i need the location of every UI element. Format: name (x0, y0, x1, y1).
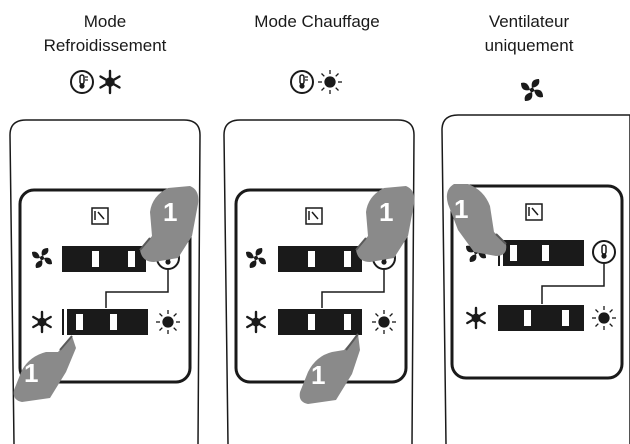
pointing-finger-callout (13, 335, 76, 402)
fan-only-mode-title: Ventilateur uniquement (484, 12, 574, 55)
step-number-label: 1 (163, 197, 178, 227)
column-fan-only: Ventilateur uniquement (424, 0, 630, 444)
control-panel-frame (450, 184, 624, 380)
switch-connector-line (105, 270, 169, 308)
cool-heat-rocker-switch (62, 309, 148, 335)
snowflake-icon (32, 310, 52, 334)
fan-icon (32, 248, 52, 268)
cool-heat-rocker-switch (498, 305, 584, 331)
sun-icon (592, 306, 616, 330)
fan-rocker-switch (62, 246, 149, 272)
column-heating: Mode Chauffage (212, 0, 422, 444)
column-cooling: Mode Refroidissement (0, 0, 210, 444)
snowflake-icon (246, 310, 266, 334)
device-housing (441, 114, 630, 444)
step-number-label: 1 (454, 194, 469, 224)
switch-connector-line (321, 270, 385, 308)
thermostat-icon (592, 240, 616, 264)
heating-mode-icons (290, 70, 342, 94)
fan-icon (246, 248, 266, 268)
thermostat-icon (290, 70, 314, 94)
louver-icon (525, 203, 543, 221)
cooling-control-panel (9, 119, 201, 444)
cooling-mode-title: Mode Refroidissement (43, 12, 167, 55)
snowflake-icon (99, 69, 121, 95)
sun-icon (318, 70, 342, 94)
device-housing (223, 119, 415, 444)
cooling-mode-icons (70, 69, 121, 95)
fan-rocker-switch (498, 240, 584, 266)
fan-rocker-switch (278, 246, 365, 272)
device-housing (9, 119, 201, 444)
sun-icon (156, 310, 180, 334)
heating-control-panel (223, 119, 415, 444)
heating-mode-title: Mode Chauffage (254, 12, 380, 31)
pointing-finger-callout (299, 333, 360, 404)
step-number-label: 1 (311, 360, 326, 390)
pointing-finger-callout (139, 186, 199, 262)
pointing-finger-callout (355, 186, 415, 262)
sun-icon (372, 310, 396, 334)
snowflake-icon (466, 306, 486, 330)
step-number-label: 1 (379, 197, 394, 227)
switch-connector-line (541, 264, 605, 304)
fan-only-control-panel (441, 114, 630, 444)
fan-only-mode-icons (521, 79, 543, 101)
louver-icon (91, 207, 109, 225)
fan-icon (521, 79, 543, 101)
step-number-label: 1 (24, 358, 39, 388)
pointing-finger-callout (446, 184, 507, 256)
louver-icon (305, 207, 323, 225)
control-panel-frame (18, 188, 192, 384)
thermostat-icon (70, 70, 94, 94)
cool-heat-rocker-switch (278, 309, 365, 335)
